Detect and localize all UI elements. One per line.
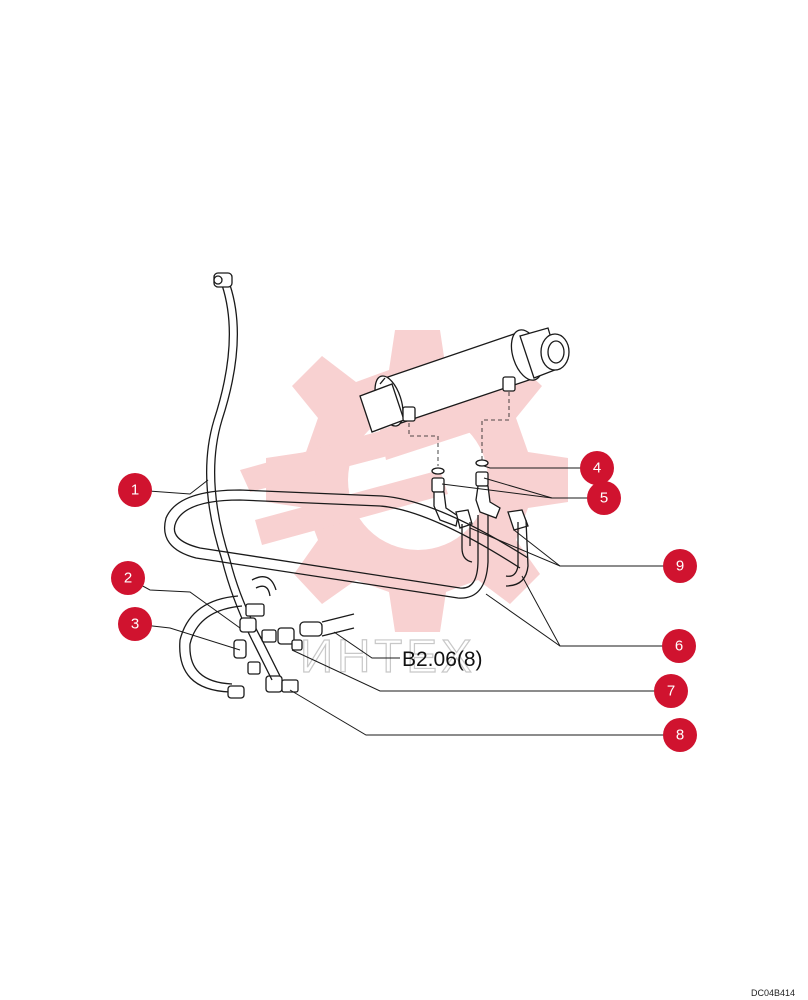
callout-9: 9 [663, 549, 697, 583]
callout-label: 2 [124, 570, 132, 587]
callout-8: 8 [663, 718, 697, 752]
oil-cooler [359, 327, 570, 433]
callout-label: 9 [676, 558, 684, 575]
callout-3: 3 [118, 607, 152, 641]
callout-label: 1 [131, 482, 139, 499]
callout-2: 2 [111, 561, 145, 595]
callout-label: 3 [131, 616, 139, 633]
callout-5: 5 [587, 481, 621, 515]
reference-label: B2.06(8) [402, 648, 483, 671]
callout-6: 6 [662, 629, 696, 663]
callout-1: 1 [118, 473, 152, 507]
callout-label: 8 [676, 727, 684, 744]
callout-label: 6 [675, 638, 683, 655]
callout-7: 7 [654, 674, 688, 708]
callout-label: 4 [593, 460, 601, 477]
watermark-text: ИНТЕХ [300, 630, 476, 682]
drawing-code: DC04B414 [751, 988, 795, 998]
lower-fittings [179, 576, 355, 699]
hose-1 [206, 272, 263, 641]
callout-4: 4 [580, 451, 614, 485]
pipe-assembly [164, 489, 529, 599]
callout-label: 5 [600, 490, 608, 507]
callout-label: 7 [667, 683, 675, 700]
